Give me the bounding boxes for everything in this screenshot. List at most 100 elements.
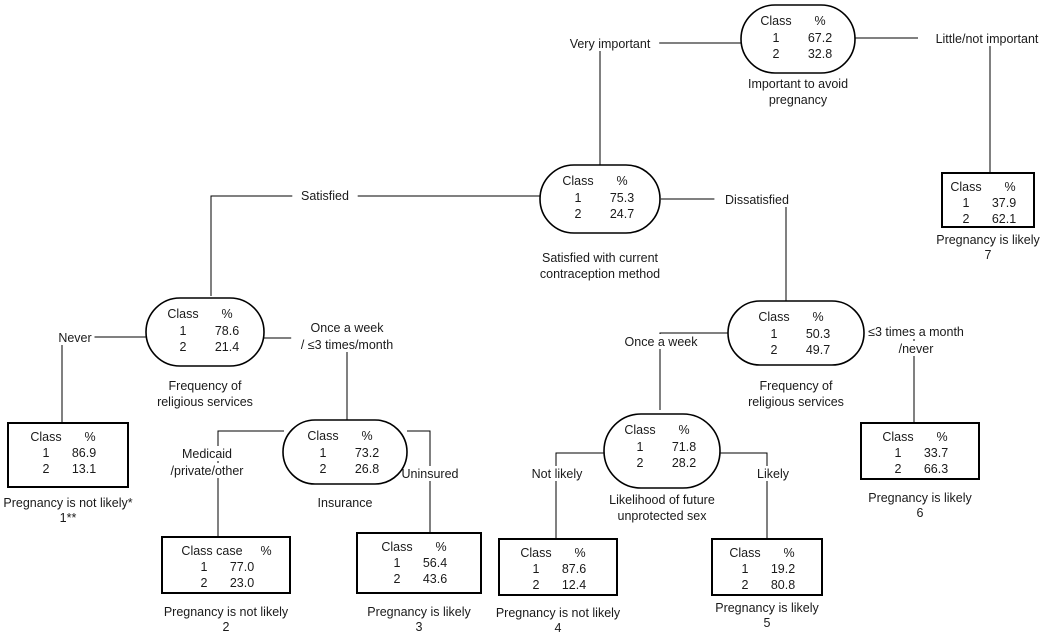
edge-label-bg [157, 463, 257, 478]
leaf-class-value: 1 [201, 560, 208, 574]
node-capsule [539, 164, 661, 234]
leaf-caption: Pregnancy is not likely [164, 605, 289, 619]
edge-label-likely: Likely [757, 467, 790, 481]
node-header-percent: % [678, 423, 689, 437]
edge-line [855, 37, 991, 172]
leaf-class-value: 2 [742, 578, 749, 592]
leaf-percent-value: 13.1 [72, 462, 96, 476]
node-header-class: Class [760, 14, 791, 28]
edge-label-bg [307, 320, 387, 335]
edge-label-not-likely: Not likely [532, 467, 583, 481]
leaf-header-percent: % [936, 430, 947, 444]
node-class-value: 2 [575, 207, 582, 221]
node-class-value: 2 [773, 47, 780, 61]
node-class-value: 2 [320, 462, 327, 476]
edge-label-bg [918, 31, 1050, 46]
node-capsule [727, 300, 865, 366]
node-class-value: 1 [320, 446, 327, 460]
edge-label-bg [860, 324, 972, 339]
leaf-percent-value: 86.9 [72, 446, 96, 460]
edge-label-three-times-never: ≤3 times a month [868, 325, 964, 339]
node-header-percent: % [221, 307, 232, 321]
node-class-value: 1 [637, 440, 644, 454]
node-header-percent: % [812, 310, 823, 324]
edge-label-medicaid: /private/other [171, 464, 244, 478]
node-percent-value: 32.8 [808, 47, 832, 61]
leaf-percent-value: 43.6 [423, 572, 447, 586]
leaf-caption: 6 [917, 506, 924, 520]
leaf-class-value: 1 [533, 562, 540, 576]
edge-label-bg [893, 341, 939, 356]
leaf-class-value: 1 [394, 556, 401, 570]
edge-line [659, 332, 728, 410]
edge-label-bg [55, 330, 95, 345]
node-caption: religious services [157, 395, 253, 409]
leaf-box [356, 532, 482, 594]
leaf-caption: Pregnancy is likely [936, 233, 1040, 247]
edge-line [599, 42, 741, 165]
edge-label-bg [560, 36, 660, 51]
leaf-caption: 7 [985, 248, 992, 262]
edge-label-bg [291, 337, 403, 352]
leaf-header-percent: % [1004, 180, 1015, 194]
node-percent-value: 75.3 [610, 191, 634, 205]
edge-line [720, 452, 768, 538]
node-percent-value: 49.7 [806, 343, 830, 357]
node-percent-value: 21.4 [215, 340, 239, 354]
edge-label-medicaid: Medicaid [182, 447, 232, 461]
edge-label-bg [397, 466, 463, 481]
node-header-percent: % [361, 429, 372, 443]
node-caption: pregnancy [769, 93, 828, 107]
node-percent-value: 26.8 [355, 462, 379, 476]
edge-label-once-week: Once a week [625, 335, 699, 349]
node-caption: Frequency of [760, 379, 833, 393]
leaf-header-percent: % [435, 540, 446, 554]
node-caption: contraception method [540, 267, 660, 281]
node-header-class: Class [307, 429, 338, 443]
leaf-class-value: 2 [963, 212, 970, 226]
leaf-header-percent: % [84, 430, 95, 444]
node-header-percent: % [616, 174, 627, 188]
leaf-percent-value: 62.1 [992, 212, 1016, 226]
node-class-value: 1 [575, 191, 582, 205]
edge-label-very-important: Very important [570, 37, 651, 51]
node-caption: unprotected sex [618, 509, 708, 523]
leaf-percent-value: 80.8 [771, 578, 795, 592]
leaf-percent-value: 19.2 [771, 562, 795, 576]
node-percent-value: 78.6 [215, 324, 239, 338]
leaf-class-value: 2 [394, 572, 401, 586]
leaf-box [161, 536, 291, 594]
leaf-class-value: 2 [533, 578, 540, 592]
edge-line [407, 430, 431, 532]
node-percent-value: 71.8 [672, 440, 696, 454]
node-header-percent: % [814, 14, 825, 28]
node-caption: Frequency of [169, 379, 242, 393]
leaf-caption: 3 [416, 620, 423, 634]
leaf-caption: Pregnancy is not likely* [3, 496, 132, 510]
node-capsule [145, 297, 265, 367]
leaf-percent-value: 87.6 [562, 562, 586, 576]
edge-label-bg [292, 188, 358, 203]
edge-line [210, 195, 540, 296]
edge-label-bg [621, 334, 701, 349]
leaf-caption: Pregnancy is likely [367, 605, 471, 619]
edge-label-satisfied: Satisfied [301, 189, 349, 203]
leaf-class-value: 2 [43, 462, 50, 476]
leaf-percent-value: 33.7 [924, 446, 948, 460]
edge-label-dissatisfied: Dissatisfied [725, 193, 789, 207]
edge-label-once-week-3times: Once a week [311, 321, 385, 335]
leaf-header-percent: % [260, 544, 271, 558]
leaf-class-value: 1 [742, 562, 749, 576]
